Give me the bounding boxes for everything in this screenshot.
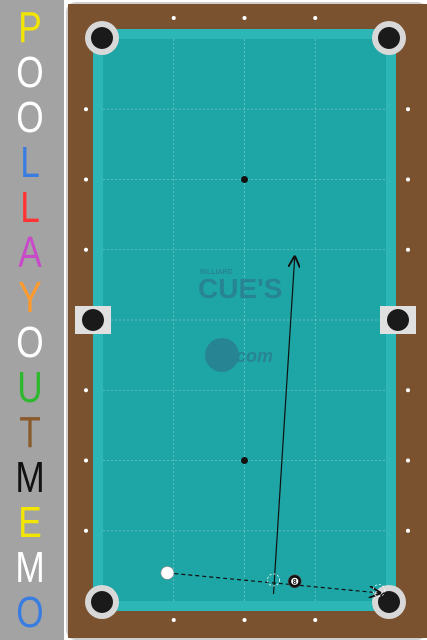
corner-pocket [91, 591, 113, 613]
rail-diamond [84, 528, 88, 533]
watermark-domain: com [236, 346, 273, 366]
watermark-logo-circle [205, 338, 239, 372]
title-letter: O [16, 93, 44, 142]
watermark-small: BILLIARD [200, 269, 233, 276]
watermark: BILLIARD CUE'S com [198, 269, 282, 372]
title-letter: O [16, 318, 44, 367]
rail-diamond [84, 247, 88, 252]
eight-ball[interactable]: 8 [287, 574, 302, 589]
aim-line [272, 257, 295, 595]
title-sidebar: P O O L L A Y O U T M E M O [0, 0, 60, 640]
rail-diamonds [84, 16, 410, 622]
rail-diamond [406, 458, 410, 463]
rail-diamond [313, 618, 318, 622]
cue-ball-path [167, 572, 380, 593]
rail-diamond [406, 528, 410, 533]
corner-pocket [91, 27, 113, 49]
title-letter: L [20, 138, 40, 187]
title-letter: O [16, 588, 44, 637]
cue-ball-body[interactable] [160, 566, 175, 580]
table-spot [241, 457, 248, 464]
rail-diamond [406, 177, 410, 182]
rail-diamond [84, 388, 88, 393]
title-letter: M [15, 543, 45, 592]
rail-diamond [171, 16, 176, 20]
title-letter: A [18, 228, 42, 277]
corner-pocket [378, 27, 400, 49]
rail-diamond [406, 107, 410, 112]
rail-diamond [313, 16, 318, 20]
title-letter: E [18, 498, 42, 547]
table-spot [241, 176, 248, 183]
shot-lines [167, 257, 386, 597]
rail-diamond [84, 458, 88, 463]
title-letter: O [16, 48, 44, 97]
corner-pocket [378, 591, 400, 613]
title-letter: U [17, 363, 43, 412]
ghost-ball [267, 573, 280, 587]
rail-diamond [242, 16, 247, 20]
rail-diamond [171, 618, 176, 622]
ghost-ball [372, 584, 386, 597]
table-spots [241, 176, 248, 464]
ball-number-circle [291, 577, 299, 585]
title-letter: T [19, 408, 41, 457]
side-pocket [82, 309, 104, 331]
ball-number: 8 [293, 579, 297, 586]
title-letter: P [18, 3, 42, 52]
cloth [103, 39, 386, 601]
cue-ball[interactable] [160, 566, 175, 580]
title-letter: M [15, 453, 45, 502]
rail-diamond [242, 618, 247, 622]
pockets [75, 21, 416, 619]
watermark-brand: CUE'S [198, 273, 282, 304]
title-letter: L [20, 183, 40, 232]
rail-diamond [406, 388, 410, 393]
rail-diamond [406, 247, 410, 252]
rail-diamond [84, 177, 88, 182]
rail-diamond [84, 107, 88, 112]
balls[interactable]: 98 [160, 0, 302, 589]
title-letter: Y [18, 273, 42, 322]
side-pocket [387, 309, 409, 331]
